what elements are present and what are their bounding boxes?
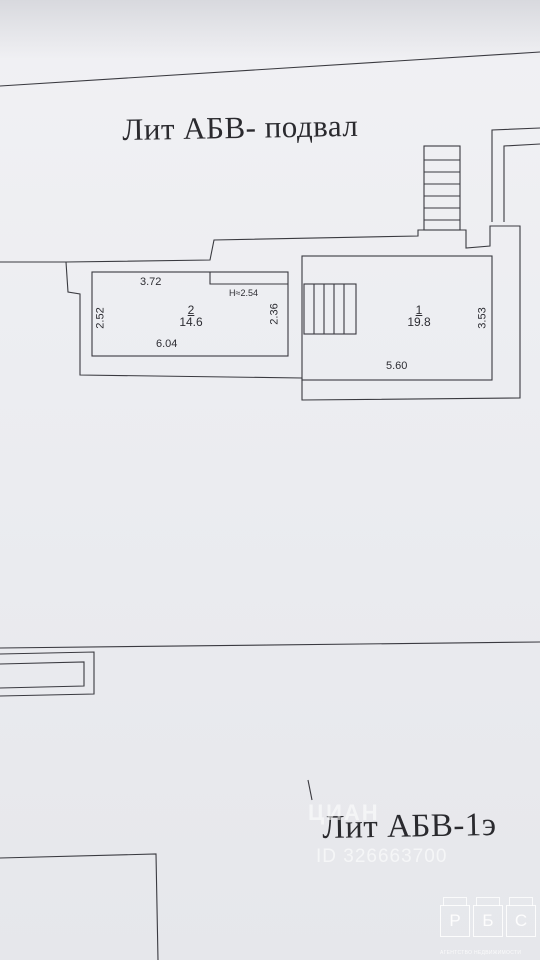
watermark-brand: ЦИАН <box>308 800 380 825</box>
agency-logo: Р Б С <box>440 897 536 937</box>
plan-title-basement: Лит АБВ- подвал <box>122 107 359 147</box>
room-1-area: 19.8 <box>407 315 431 329</box>
room-1-wall <box>301 255 493 381</box>
dimension-room2-left: 2.52 <box>94 307 107 329</box>
right-structure-inner <box>503 143 540 222</box>
frame-line-middle <box>0 641 540 649</box>
room-2-label: 2 14.6 <box>176 304 206 328</box>
logo-letter: Р <box>440 897 470 937</box>
stairwell-top <box>423 145 461 231</box>
lower-tick <box>307 779 313 801</box>
room-1-label: 1 19.8 <box>402 304 436 328</box>
logo-subtitle: АГЕНТСТВО НЕДВИЖИМОСТИ <box>440 950 522 956</box>
lower-wall-bottom <box>0 853 159 960</box>
right-structure-outer <box>491 127 540 222</box>
room-2-wall <box>91 271 289 357</box>
room-2-niche <box>209 272 288 285</box>
dimension-room2-top: 3.72 <box>140 276 162 288</box>
logo-letter: Б <box>473 897 503 937</box>
room-2-number: 2 <box>187 303 195 317</box>
ceiling-height-label: H≈2.54 <box>229 288 258 298</box>
stairs-room-1 <box>303 283 357 335</box>
room-1-number: 1 <box>415 303 423 317</box>
room-2-area: 14.6 <box>179 315 203 329</box>
basement-outline-left <box>0 261 303 379</box>
page-shadow <box>0 0 540 60</box>
frame-line-top <box>0 51 540 87</box>
lower-wall-left <box>0 651 95 697</box>
dimension-room2-bottom: 6.04 <box>156 338 178 350</box>
dimension-room1-right: 3.53 <box>476 307 489 329</box>
basement-outline-right <box>65 225 521 401</box>
dimension-room1-bottom: 5.60 <box>386 360 408 372</box>
watermark-id: ID 326663700 <box>316 846 448 867</box>
logo-letter: С <box>506 897 536 937</box>
lower-wall-left-inner <box>0 661 85 689</box>
dimension-room2-right: 2.36 <box>268 303 281 325</box>
